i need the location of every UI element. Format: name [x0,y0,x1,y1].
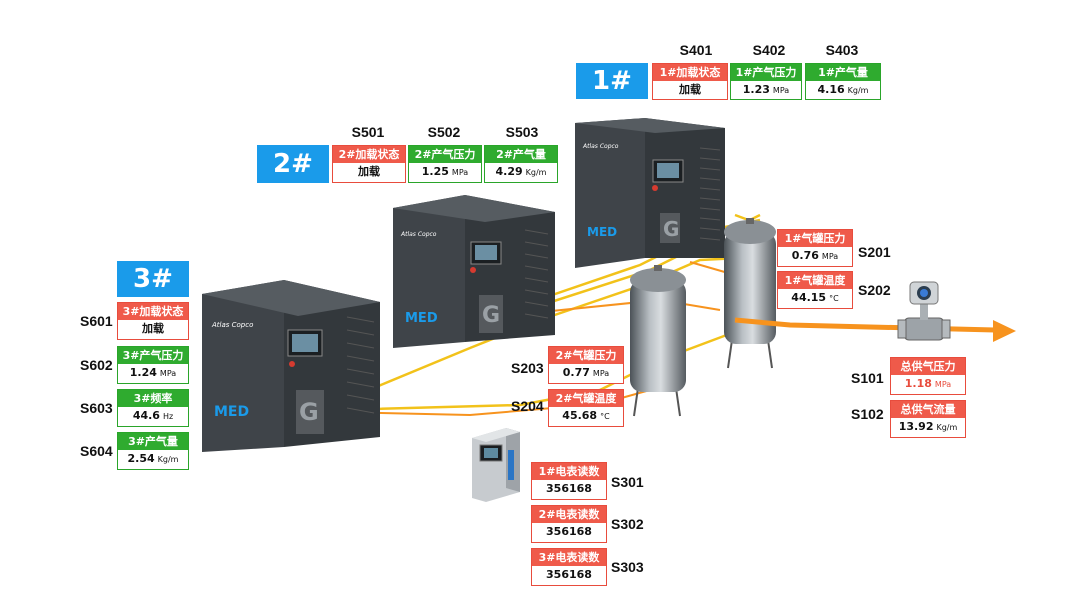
compressor-3-series: MED [214,404,249,420]
sensor-card-load-status[interactable]: 2#加载状态 加载 [332,145,406,183]
sensor-card-power-meter[interactable]: 3#电表读数 356168 [531,548,607,586]
tag-id: S203 [511,360,544,376]
card-value: 356168 [546,482,592,495]
compressor-1-title: 1# [576,63,648,99]
card-value: 356168 [546,568,592,581]
card-value: 44.15°C [791,291,839,304]
card-label: 3#频率 [118,390,188,407]
card-label: 1#产气量 [806,64,880,81]
tag-id: S204 [511,398,544,414]
tag-id: S502 [427,124,461,140]
card-value: 加载 [358,165,380,178]
tag-id: S401 [679,42,713,58]
sensor-card-tank-temperature[interactable]: 1#气罐温度 44.15°C [777,271,853,309]
card-label: 1#加载状态 [653,64,727,81]
compressor-1-brand: Atlas Copco [582,143,619,150]
card-label: 3#产气量 [118,433,188,450]
compressor-1: G MED Atlas Copco [575,118,725,268]
tag-id: S302 [611,516,644,532]
air-tank-2 [630,265,686,417]
card-value: 356168 [546,525,592,538]
card-label: 2#产气量 [485,146,557,163]
card-label: 2#产气压力 [409,146,481,163]
power-meter-cabinet [472,428,520,502]
tag-id: S303 [611,559,644,575]
tag-id: S403 [825,42,859,58]
tag-id: S601 [80,313,113,329]
compressor-3: G MED Atlas Copco [202,280,380,452]
compressor-3-logo: G [299,398,319,426]
tag-id: S202 [858,282,891,298]
card-label: 3#加载状态 [118,303,188,320]
compressor-3-brand: Atlas Copco [211,321,253,329]
flow-meter-icon [897,281,951,341]
card-label: 总供气压力 [891,358,965,375]
card-value: 加载 [679,83,701,96]
tag-id: S101 [851,370,884,386]
compressor-2-logo: G [482,303,500,328]
card-label: 3#产气压力 [118,347,188,364]
card-value: 45.68°C [562,409,610,422]
card-label: 1#气罐压力 [778,230,852,247]
supply-line [734,317,1016,342]
tag-id: S301 [611,474,644,490]
compressor-3-title: 3# [117,261,189,297]
sensor-card-load-status[interactable]: 3#加载状态 加载 [117,302,189,340]
card-label: 3#电表读数 [532,549,606,566]
tag-id: S602 [80,357,113,373]
sensor-card-load-status[interactable]: 1#加载状态 加载 [652,63,728,100]
sensor-card-tank-temperature[interactable]: 2#气罐温度 45.68°C [548,389,624,427]
compressor-2-title: 2# [257,145,329,183]
card-label: 1#产气压力 [731,64,801,81]
compressor-1-logo: G [663,217,679,241]
tag-id: S402 [752,42,786,58]
card-label: 1#电表读数 [532,463,606,480]
tag-id: S503 [505,124,539,140]
sensor-card-power-meter[interactable]: 1#电表读数 356168 [531,462,607,500]
card-label: 2#气罐温度 [549,390,623,407]
tag-id: S201 [858,244,891,260]
tag-id: S604 [80,443,113,459]
card-label: 1#气罐温度 [778,272,852,289]
compressor-1-series: MED [587,225,617,239]
tag-id: S102 [851,406,884,422]
air-tank-1 [724,218,776,369]
card-label: 2#电表读数 [532,506,606,523]
sensor-card-power-meter[interactable]: 2#电表读数 356168 [531,505,607,543]
compressor-2-brand: Atlas Copco [400,231,437,238]
compressor-2-series: MED [405,311,438,326]
card-label: 总供气流量 [891,401,965,418]
tag-id: S501 [351,124,385,140]
card-value: 加载 [142,322,164,335]
compressor-2: G MED Atlas Copco [393,195,555,348]
card-label: 2#气罐压力 [549,347,623,364]
card-label: 2#加载状态 [333,146,405,163]
tag-id: S603 [80,400,113,416]
